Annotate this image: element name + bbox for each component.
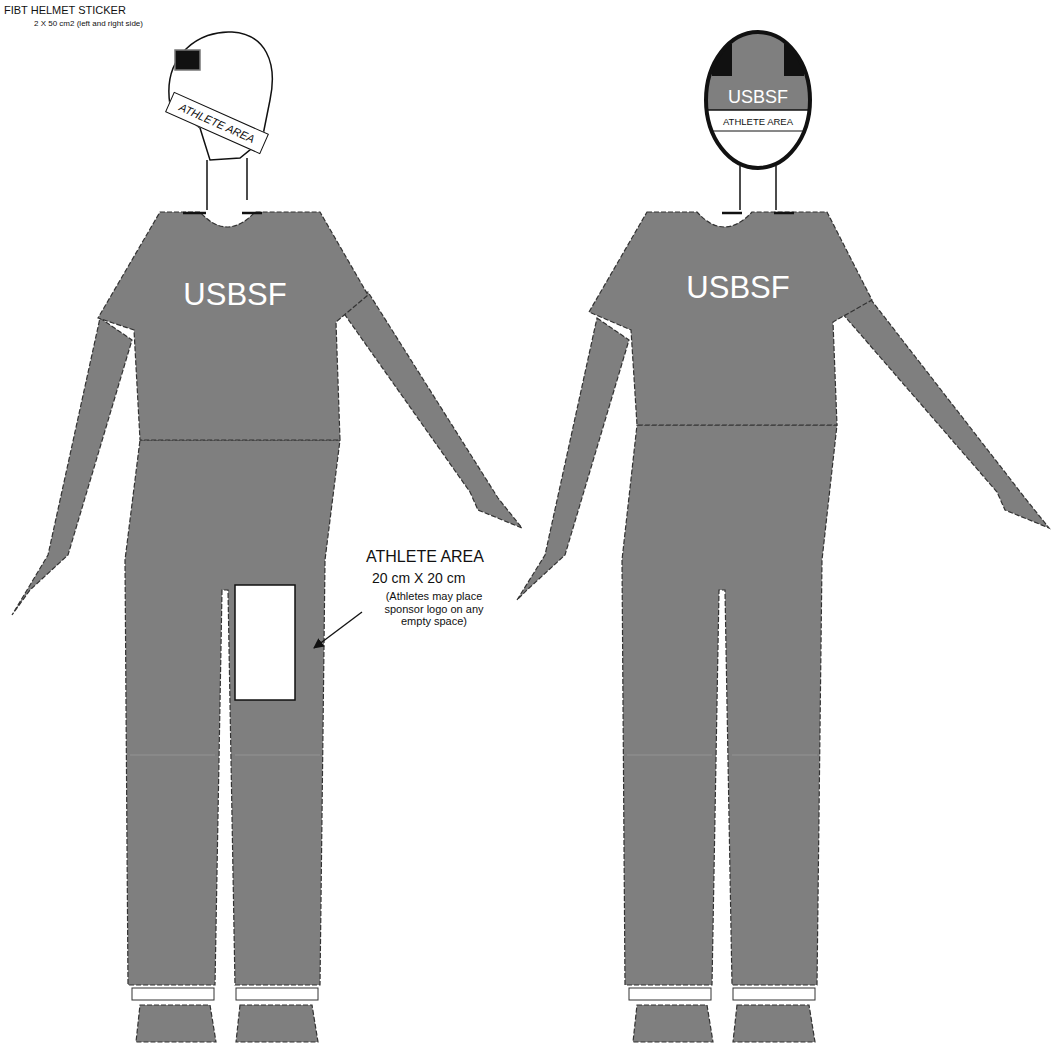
left-arm [517, 318, 629, 600]
knee-seam [235, 755, 320, 756]
helmet-athlete-band: ATHLETE AREA [712, 112, 804, 130]
torso-logo-area: USBSF [648, 258, 828, 318]
cuff [236, 988, 318, 1000]
shoe [733, 1005, 815, 1042]
sticker-title: FIBT HELMET STICKER [4, 4, 126, 17]
torso-logo-area: USBSF [145, 265, 325, 325]
athlete-area-patch [235, 585, 295, 700]
knee-seam [130, 755, 215, 756]
cuff [629, 988, 711, 1000]
collar-mark [183, 212, 206, 215]
helmet-outline [706, 32, 810, 168]
pants [125, 440, 340, 985]
knee-seam [732, 755, 817, 756]
right-arm [338, 292, 522, 528]
neck-line [246, 158, 248, 200]
fibt-helmet-sticker [175, 50, 200, 70]
shirt [98, 212, 368, 440]
right-figure [517, 212, 1049, 1042]
knee-seam [627, 755, 712, 756]
helmet-front [700, 28, 820, 172]
neck-line [206, 160, 208, 210]
collar-mark [242, 212, 262, 215]
node-text: USBSF [183, 277, 286, 313]
cuff [733, 988, 815, 1000]
node-text: ATHLETE AREA [723, 116, 793, 127]
sticker-size: 2 X 50 cm2 (left and right side) [34, 19, 143, 28]
pants [622, 425, 837, 985]
left-figure [12, 212, 522, 1042]
callout-title: ATHLETE AREA [366, 548, 484, 566]
collar-mark [722, 212, 742, 215]
collar-mark [774, 212, 794, 215]
left-arm [12, 318, 132, 615]
neck-line [739, 166, 741, 210]
helmet-logo-band: USBSF [712, 84, 804, 110]
callout-arrow [314, 612, 362, 648]
cuff [132, 988, 214, 1000]
node-text: USBSF [686, 270, 789, 306]
right-arm [835, 292, 1049, 528]
shirt [589, 212, 872, 425]
shoe [136, 1005, 216, 1042]
callout-dimension: 20 cm X 20 cm [372, 570, 465, 586]
neck-line [775, 166, 777, 210]
shoe [633, 1005, 713, 1042]
shoe [236, 1005, 318, 1042]
callout-note: (Athletes may place sponsor logo on any … [368, 590, 500, 628]
node-text: USBSF [728, 87, 788, 108]
